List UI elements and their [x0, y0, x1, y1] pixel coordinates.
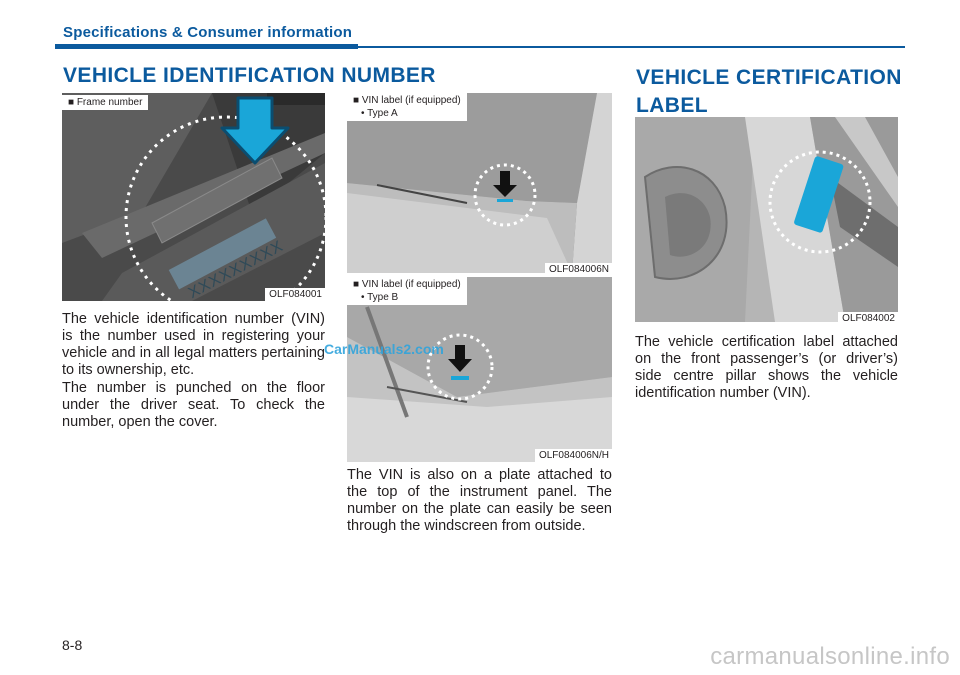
- frame-number-photo: XXXXXXXXX ■ Frame number OLF084001: [62, 93, 325, 301]
- vin-label-type-b-photo: ■ VIN label (if equipped) • Type B OLF08…: [347, 277, 612, 462]
- mid-watermark: CarManuals2.com: [324, 341, 444, 357]
- frame-number-photo-code: OLF084001: [265, 288, 325, 301]
- cert-label-highlight: [794, 156, 844, 233]
- down-arrow-icon: [220, 96, 290, 165]
- down-arrow-icon: [493, 171, 517, 197]
- vin-paragraph-2: The number is punched on the floor under…: [62, 380, 325, 430]
- vin-label-type-b-subtitle: • Type B: [361, 292, 399, 303]
- cert-label-photo: [635, 117, 898, 322]
- cert-section-heading: VEHICLE CERTIFICATION LABEL: [636, 66, 902, 117]
- page-number: 8-8: [62, 637, 83, 653]
- vin-label-type-a-title: ■ VIN label (if equipped): [353, 95, 461, 106]
- vin-label-type-a-illustration: [347, 93, 612, 273]
- cert-label-illustration: [635, 117, 898, 322]
- header-title: Specifications & Consumer information: [63, 24, 353, 41]
- frame-number-illustration: XXXXXXXXX: [62, 93, 325, 301]
- vin-label-type-a-photo: ■ VIN label (if equipped) • Type A: [347, 93, 612, 273]
- cert-paragraph: The vehicle certification label attached…: [635, 334, 898, 401]
- footer-watermark[interactable]: carmanualsonline.info: [710, 643, 950, 670]
- vin-label-type-a-subtitle: • Type A: [361, 108, 398, 119]
- vin-label-type-b-caption: ■ VIN label (if equipped) • Type B: [347, 277, 467, 305]
- header-rule-thick: [55, 44, 358, 49]
- cert-label-photo-code: OLF084002: [838, 312, 898, 325]
- vin-paragraph-3: The VIN is also on a plate attached to t…: [347, 467, 612, 534]
- frame-number-caption: ■ Frame number: [62, 95, 149, 110]
- header-rule-thin: [358, 46, 905, 48]
- vin-label-type-a-code: OLF084006N: [544, 263, 612, 276]
- vin-label-type-a-caption: ■ VIN label (if equipped) • Type A: [347, 93, 467, 121]
- vin-label-type-b-title: ■ VIN label (if equipped): [353, 279, 461, 290]
- vin-label-type-b-illustration: [347, 277, 612, 462]
- vin-label-type-b-code: OLF084006N/H: [534, 449, 612, 462]
- down-arrow-icon: [448, 345, 472, 372]
- vin-paragraph-1: The vehicle identification number (VIN) …: [62, 311, 325, 378]
